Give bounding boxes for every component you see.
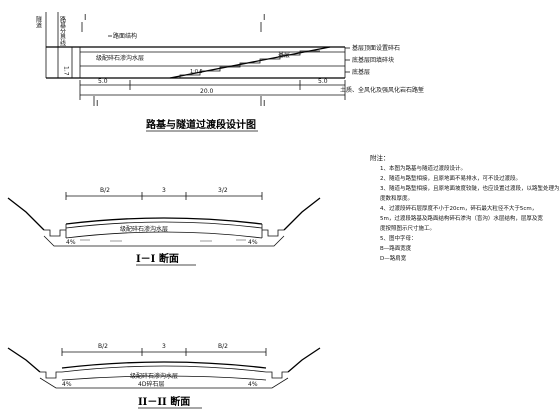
transition-slope xyxy=(169,46,331,79)
section2-left-mark: 4% xyxy=(62,381,72,388)
section-1: 级配碎石渗沟水层 4% 4% B/2 3 3/2 I－I 断面 xyxy=(7,187,321,266)
boundary-label: 路基分界线 xyxy=(59,15,66,46)
note-line: 度按照图示尺寸施工。 xyxy=(380,224,435,232)
right-ditch xyxy=(262,229,284,237)
section2-dim-mid: 3 xyxy=(162,343,166,350)
dim-right-text: 5.0 xyxy=(318,78,328,85)
note-line: 5、图中字母： xyxy=(380,234,417,242)
left-cut-slope-2 xyxy=(7,347,41,373)
left-cut-slope xyxy=(7,197,45,231)
transition-steps xyxy=(179,50,320,78)
slope-ratio: 1:0.5 xyxy=(190,69,203,75)
left-ditch xyxy=(44,229,66,237)
layer-bottom-2 xyxy=(61,375,267,381)
section1-left-mark: 4% xyxy=(66,239,76,246)
pavement-base xyxy=(65,221,263,229)
dim-mid-text: 20.0 xyxy=(200,88,214,95)
section1-dim-left: B/2 xyxy=(100,187,110,194)
right-cut-slope-2 xyxy=(287,347,321,373)
pavement-surface xyxy=(65,217,263,225)
right-label-top: 基层顶面设置碎石 xyxy=(352,44,400,52)
right-ditch-2 xyxy=(266,371,288,379)
right-label-mid: 底基层回填碎块 xyxy=(352,56,394,64)
ground-note: 土质、全风化及强风化岩石路堑 xyxy=(340,86,424,94)
dim-left-text: 5.0 xyxy=(98,78,108,85)
right-cut-slope xyxy=(283,197,321,231)
excavation-bottom xyxy=(43,235,285,247)
section-mark-left-top: I xyxy=(84,13,86,22)
section-mark-right-bottom: I xyxy=(263,99,265,108)
note-line: 3、隧道与路堑相接，且原地面坡度较陡，也应设置过渡段，以路堑处理为主， xyxy=(380,184,560,192)
section2-layer-label-1: 级配碎石渗沟水层 xyxy=(130,372,178,380)
pavement-base-2 xyxy=(61,365,267,373)
notes-title: 附注： xyxy=(370,153,390,162)
section1-title: I－I 断面 xyxy=(136,252,179,265)
base-layer-label: 基层 xyxy=(278,51,290,59)
crushed-stone-label: 级配碎石渗沟水层 xyxy=(96,54,144,62)
note-line: 1、本图为路基与隧道过渡段设计。 xyxy=(380,164,466,172)
height-dim-text: 1.7 xyxy=(63,66,70,76)
tunnel-label: 隧道 xyxy=(35,15,42,29)
section2-layer-label-2: 4D碎石层 xyxy=(138,380,164,388)
section2-right-mark: 4% xyxy=(248,381,258,388)
section-mark-left-bottom: I xyxy=(96,99,98,108)
notes-block: 附注： 1、本图为路基与隧道过渡段设计。 2、隧道与路堑相接，且原地面不易排水，… xyxy=(370,153,560,262)
note-line: 5m，过渡段路基及路面结构碎石渗沟（盲沟）水层结构，层厚及宽 xyxy=(380,214,543,222)
note-line: D—路肩宽 xyxy=(380,254,407,262)
section1-layer-label: 级配碎石渗沟水层 xyxy=(120,225,168,233)
note-line: 度数和厚度。 xyxy=(380,194,413,202)
hatch-marks xyxy=(80,239,246,242)
section1-right-mark: 4% xyxy=(248,239,258,246)
right-label-bottom: 底基层 xyxy=(352,68,370,76)
plan-title: 路基与隧道过渡段设计图 xyxy=(146,118,256,131)
plan-view: 隧道 路基分界线 I I 路面结构 级配碎石渗沟水层 基层 1:0.5 1.7 xyxy=(35,12,424,132)
section2-dim-left: B/2 xyxy=(98,343,108,350)
pavement-surface-2 xyxy=(61,361,267,369)
section-2: 级配碎石渗沟水层 4D碎石层 4% 4% B/2 3 B/2 II－II 断面 xyxy=(7,343,321,409)
section1-dim-right: 3/2 xyxy=(218,187,228,194)
layer-bottom xyxy=(65,231,263,239)
note-line: 4、过渡段碎石层厚度不小于20cm，碎石最大粒径不大于5cm， xyxy=(380,204,537,212)
section-mark-right-top: I xyxy=(263,13,265,22)
note-line: 2、隧道与路堑相接，且原地面不易排水，可不设过渡段。 xyxy=(380,174,521,182)
note-line: B—路面宽度 xyxy=(380,244,412,252)
section2-dim-right: B/2 xyxy=(218,343,228,350)
excavation-bottom-2 xyxy=(39,377,289,389)
pavement-label: 路面结构 xyxy=(113,32,137,40)
section2-title: II－II 断面 xyxy=(138,395,190,408)
left-ditch-2 xyxy=(40,371,62,379)
section1-dim-mid: 3 xyxy=(162,187,166,194)
